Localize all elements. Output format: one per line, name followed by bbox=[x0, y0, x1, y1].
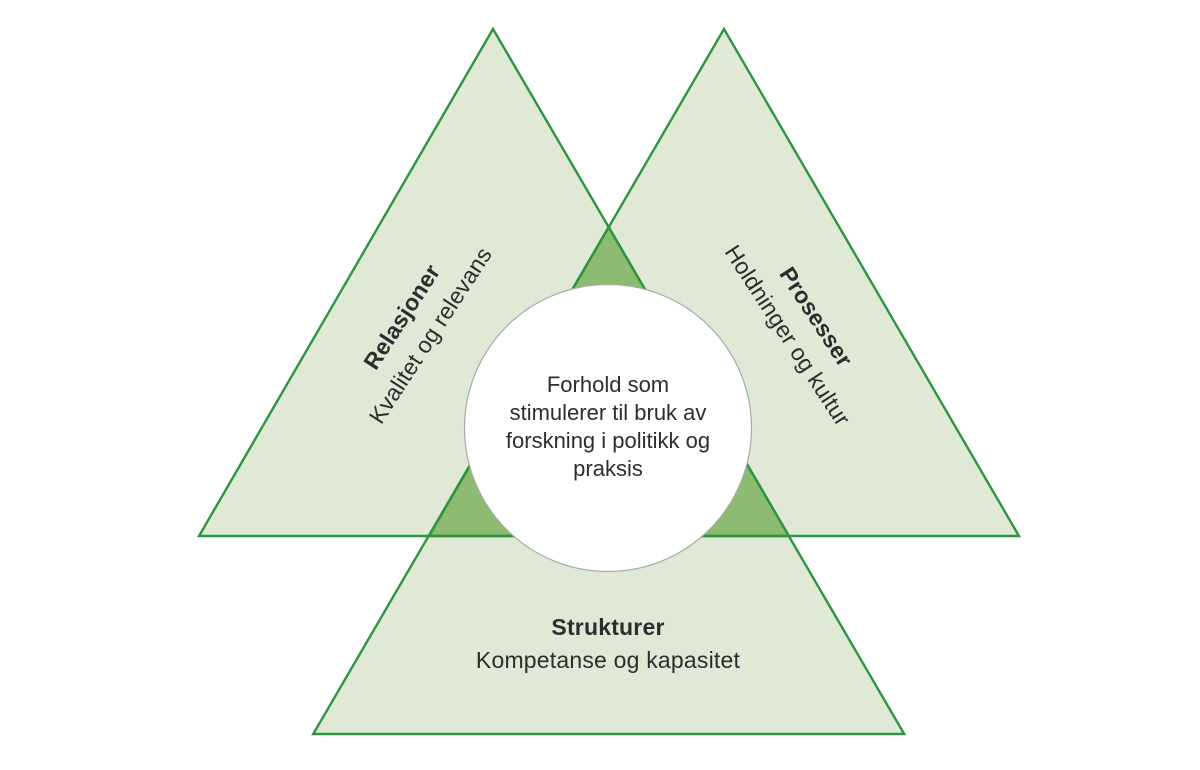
bottom-triangle-title: Strukturer bbox=[551, 614, 665, 640]
label-bottom-triangle: Strukturer Kompetanse og kapasitet bbox=[476, 611, 740, 677]
center-circle bbox=[463, 283, 753, 573]
center-circle-text: Forhold som stimulerer til bruk av forsk… bbox=[473, 371, 743, 483]
circle-text-line: Forhold som bbox=[546, 372, 670, 397]
circle-text-line: stimulerer til bruk av bbox=[509, 400, 707, 425]
circle-text-line: forskning i politikk og bbox=[505, 428, 711, 453]
bottom-triangle-subtitle: Kompetanse og kapasitet bbox=[475, 647, 741, 673]
triangle-bottom-outline bbox=[311, 224, 907, 736]
circle-text-line: praksis bbox=[573, 456, 643, 481]
